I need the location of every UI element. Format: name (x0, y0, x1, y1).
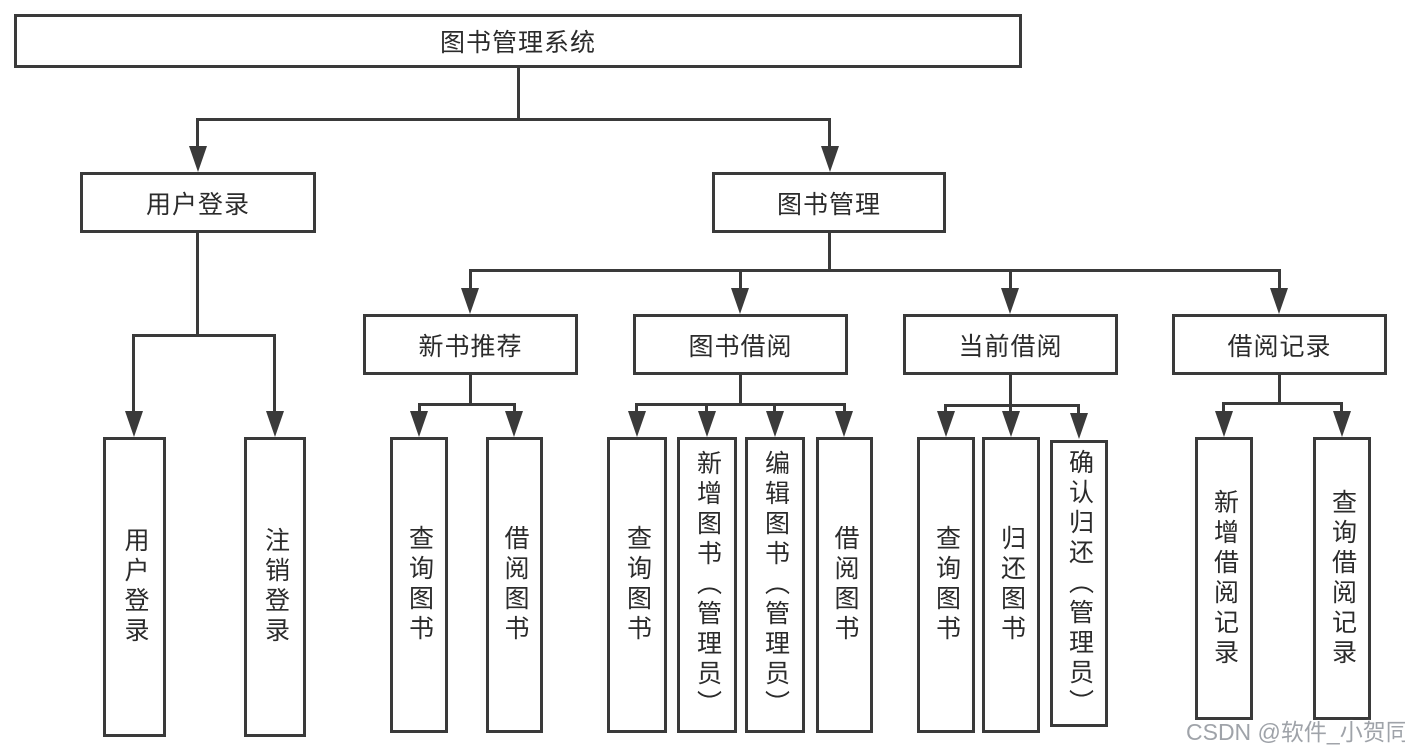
leaf-confirm-return-admin: 确认归还（管理员） (1050, 440, 1108, 727)
arrow-down-icon (698, 411, 716, 437)
connector (828, 233, 831, 272)
leaf-query-book: 查询图书 (607, 437, 667, 733)
node-label: 新书推荐 (418, 332, 523, 361)
node-current-borrow: 当前借阅 (903, 314, 1118, 375)
arrow-down-icon (505, 411, 523, 437)
connector (1009, 404, 1012, 412)
node-user-login: 用户登录 (80, 172, 316, 233)
arrow-down-icon (125, 411, 143, 437)
connector (944, 404, 947, 412)
node-borrow-record: 借阅记录 (1172, 314, 1387, 375)
node-label: 图书借阅 (688, 332, 793, 361)
arrow-down-icon (1215, 411, 1233, 437)
connector (635, 403, 638, 412)
leaf-query-borrow-record: 查询借阅记录 (1313, 437, 1371, 720)
arrow-down-icon (1270, 288, 1288, 314)
node-label: 图书管理 (776, 190, 881, 219)
leaf-label: 用户登录 (121, 527, 149, 647)
arrow-down-icon (189, 146, 207, 172)
watermark: CSDN @软件_小贺同学 (1186, 719, 1405, 745)
connector (1077, 404, 1080, 414)
arrow-down-icon (1070, 413, 1088, 439)
leaf-label: 新增图书（管理员） (693, 450, 722, 720)
connector (1278, 375, 1281, 405)
connector (418, 403, 516, 406)
connector (1222, 402, 1343, 405)
connector (1222, 402, 1225, 412)
node-label: 用户登录 (145, 190, 250, 219)
leaf-query-book: 查询图书 (917, 437, 975, 733)
leaf-label: 借阅图书 (831, 525, 859, 645)
connector (196, 233, 199, 336)
arrow-down-icon (1001, 288, 1019, 314)
arrow-down-icon (461, 288, 479, 314)
connector (1009, 375, 1012, 407)
leaf-label: 注销登录 (261, 527, 290, 647)
leaf-add-book-admin: 新增图书（管理员） (677, 437, 737, 733)
connector (739, 269, 742, 288)
leaf-return-book: 归还图书 (982, 437, 1040, 733)
node-new-book-recommend: 新书推荐 (363, 314, 578, 375)
connector (1340, 402, 1343, 412)
leaf-label: 借阅图书 (501, 525, 529, 645)
leaf-borrow-book: 借阅图书 (816, 437, 873, 733)
connector (513, 403, 516, 412)
arrow-down-icon (937, 411, 955, 437)
connector (469, 269, 1281, 272)
connector (469, 269, 472, 288)
arrow-down-icon (1333, 411, 1351, 437)
arrow-down-icon (731, 288, 749, 314)
leaf-label: 编辑图书（管理员） (761, 450, 790, 720)
connector (843, 403, 846, 412)
leaf-label: 查询图书 (932, 525, 961, 645)
leaf-borrow-book: 借阅图书 (486, 437, 543, 733)
leaf-label: 确认归还（管理员） (1065, 448, 1094, 719)
connector (828, 118, 831, 146)
leaf-add-borrow-record: 新增借阅记录 (1195, 437, 1253, 720)
leaf-label: 新增借阅记录 (1210, 488, 1239, 669)
arrow-down-icon (266, 411, 284, 437)
arrow-down-icon (1002, 411, 1020, 437)
arrow-down-icon (835, 411, 853, 437)
connector (705, 403, 708, 412)
connector (1278, 269, 1281, 288)
arrow-down-icon (821, 146, 839, 172)
leaf-query-book: 查询图书 (390, 437, 448, 733)
connector (773, 403, 776, 412)
node-book-borrow: 图书借阅 (633, 314, 848, 375)
leaf-edit-book-admin: 编辑图书（管理员） (745, 437, 805, 733)
arrow-down-icon (628, 411, 646, 437)
leaf-logout: 注销登录 (244, 437, 306, 737)
connector (739, 375, 742, 406)
node-label: 当前借阅 (958, 332, 1063, 361)
node-label: 借阅记录 (1227, 332, 1332, 361)
connector (273, 334, 276, 411)
connector (418, 403, 421, 412)
arrow-down-icon (766, 411, 784, 437)
node-book-management: 图书管理 (712, 172, 946, 233)
connector (517, 68, 520, 120)
connector (196, 118, 199, 146)
connector (944, 404, 1080, 407)
node-root-label: 图书管理系统 (439, 29, 596, 57)
connector (196, 118, 831, 121)
node-root: 图书管理系统 (14, 14, 1022, 68)
leaf-label: 查询图书 (405, 525, 434, 645)
arrow-down-icon (410, 411, 428, 437)
connector (469, 375, 472, 406)
connector (132, 334, 276, 337)
connector (1009, 269, 1012, 288)
leaf-label: 查询借阅记录 (1328, 488, 1357, 669)
leaf-label: 查询图书 (623, 525, 652, 645)
connector (132, 334, 135, 411)
leaf-label: 归还图书 (997, 525, 1026, 645)
leaf-user-login: 用户登录 (103, 437, 166, 737)
connector (636, 403, 846, 406)
